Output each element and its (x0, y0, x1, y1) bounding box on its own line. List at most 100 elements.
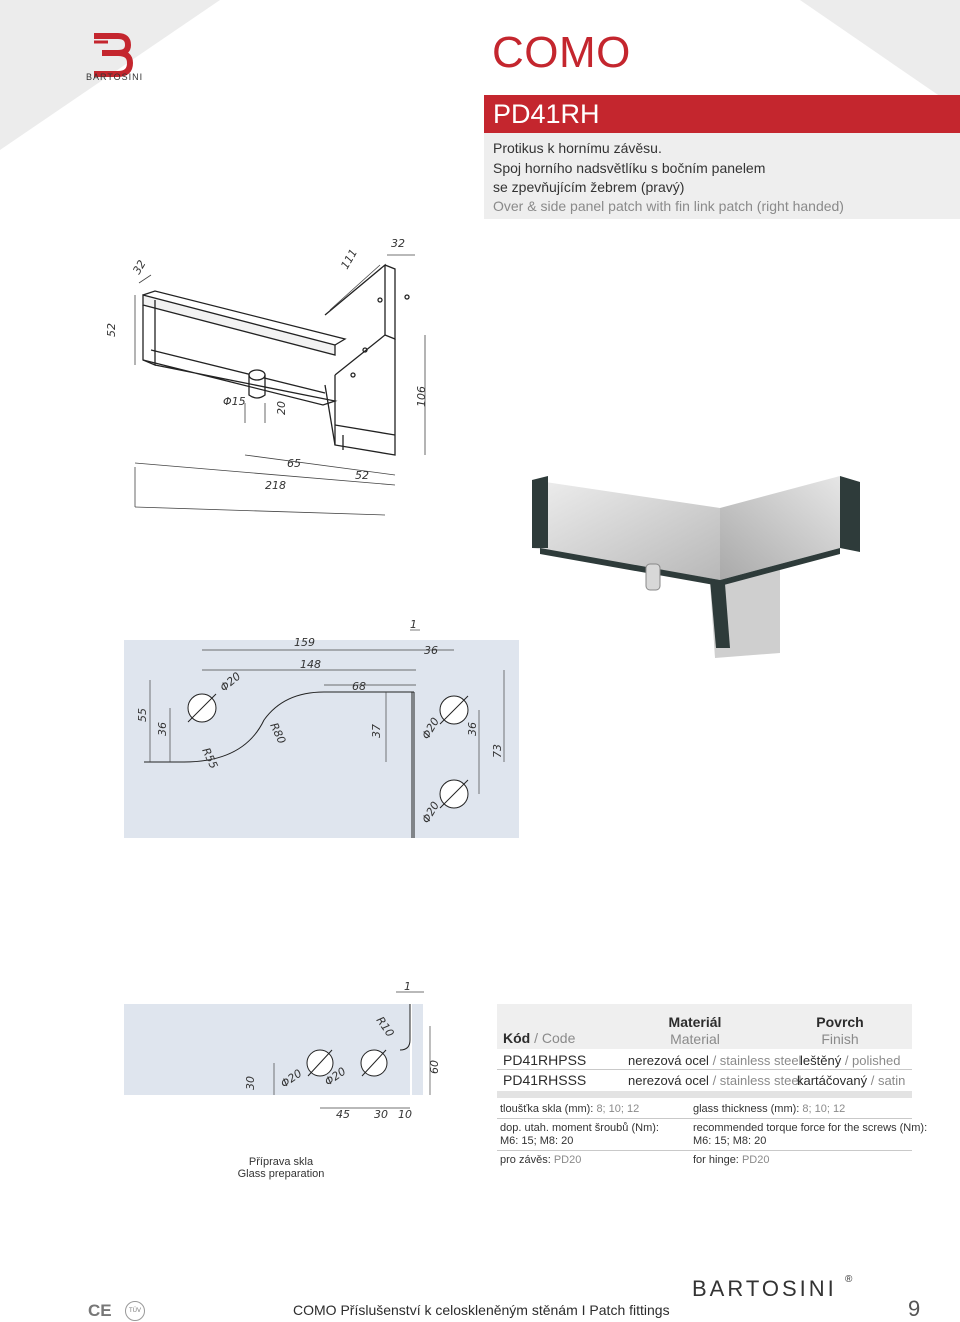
dim-label: 52 (105, 323, 118, 337)
table-header-material-en: Material (670, 1031, 720, 1047)
product-code: PD41RH (493, 99, 600, 129)
dim-label: R55 (199, 746, 220, 771)
technical-drawing-glass: 1 R10 30 Φ20 Φ20 60 45 30 10 (244, 980, 441, 1121)
dim-label: 106 (415, 386, 428, 407)
dim-label: 36 (156, 722, 169, 736)
page-number: 9 (908, 1296, 921, 1321)
product-desc-cs-3: se zpevňujícím žebrem (pravý) (493, 179, 685, 195)
table-cell-code: PD41RHSSS (503, 1072, 587, 1088)
dim-label: 32 (130, 258, 148, 277)
dim-label: Φ20 (218, 670, 244, 695)
dim-label: 159 (294, 636, 315, 649)
finish-en: satin (877, 1073, 906, 1088)
table-header-code-en: Code (541, 1030, 576, 1046)
dim-label: 73 (491, 744, 504, 758)
material-cs: nerezová ocel (628, 1053, 709, 1068)
technical-drawing-patch: 1 159 148 36 68 Φ20 55 36 R55 R80 37 Φ20… (136, 618, 505, 838)
table-header-code: Kód / Code (503, 1030, 575, 1046)
dim-label: 36 (424, 644, 438, 657)
dim-label: 65 (287, 457, 301, 470)
footer-brand: BARTOSINI (692, 1276, 837, 1301)
dim-label: 30 (244, 1076, 257, 1090)
table-cell-material: nerezová ocel / stainless steel (628, 1073, 802, 1088)
dim-label: 20 (275, 401, 288, 415)
spec-torque-cs-value: M6: 15; M8: 20 (500, 1135, 574, 1147)
table-bottom-band (497, 1091, 912, 1098)
material-en: stainless steel (719, 1053, 802, 1068)
spec-value: PD20 (741, 1154, 770, 1166)
tuv-mark: TÜV (125, 1301, 145, 1321)
glass-prep-label-cs: Příprava skla (248, 1156, 314, 1168)
material-en: stainless steel (719, 1073, 802, 1088)
spec-torque-en-value: M6: 15; M8: 20 (693, 1135, 767, 1147)
finish-cs: kartáčovaný (797, 1073, 868, 1088)
spec-value: 8; 10; 12 (802, 1103, 846, 1115)
table-header-finish-cs: Povrch (816, 1014, 864, 1030)
table-header-finish-en: Finish (821, 1031, 859, 1047)
dim-label: 32 (391, 237, 405, 250)
dim-label: 148 (300, 658, 321, 671)
dim-label: 111 (338, 247, 360, 272)
spec-label: tloušťka skla (mm): (500, 1103, 594, 1115)
spec-value: 8; 10; 12 (596, 1103, 640, 1115)
series-title: COMO (492, 28, 631, 77)
spec-torque-en-label: recommended torque force for the screws … (693, 1122, 928, 1134)
table-cell-finish: leštěný / polished (800, 1053, 901, 1068)
finish-en: polished (852, 1053, 901, 1068)
dim-label: 37 (370, 724, 383, 738)
technical-drawing-top: 32 111 32 52 Φ15 20 106 65 52 218 (105, 237, 428, 516)
dim-label: R80 (267, 721, 288, 746)
table-divider (497, 1069, 912, 1070)
table-header-code-cs: Kód (503, 1030, 531, 1046)
table-header-code-sep: / (530, 1030, 542, 1046)
corner-decoration-right (800, 0, 960, 110)
finish-cs: leštěný (800, 1053, 842, 1068)
spec-label: for hinge: (693, 1154, 739, 1166)
product-photo (532, 476, 860, 658)
brand-logo-mark (94, 33, 134, 77)
table-header-bg (497, 1004, 912, 1049)
table-cell-finish: kartáčovaný / satin (797, 1073, 906, 1088)
glass-prep-label-en: Glass preparation (237, 1168, 325, 1180)
dim-label: 55 (136, 708, 149, 722)
table-cell-material: nerezová ocel / stainless steel (628, 1053, 802, 1068)
glass-panel-drawing (124, 1004, 410, 1095)
product-desc-cs-2: Spoj horního nadsvětlíku s bočním panele… (493, 160, 766, 176)
table-cell-code: PD41RHPSS (503, 1052, 587, 1068)
product-description-band (484, 133, 960, 219)
spec-divider (497, 1118, 912, 1119)
brand-logo (84, 32, 144, 80)
spec-label: glass thickness (mm): (693, 1103, 800, 1115)
spec-hinge-en: for hinge: PD20 (693, 1154, 769, 1166)
spec-label: pro závěs: (500, 1154, 551, 1166)
ce-mark: CE (88, 1301, 112, 1320)
dim-label: 36 (466, 722, 479, 736)
product-code-bar: PD41RH (484, 95, 960, 133)
footer-text: COMO Příslušenství k celoskleněným stěná… (293, 1302, 670, 1318)
dim-label: 68 (352, 680, 366, 693)
brand-logo-text: BARTOSINI (86, 72, 144, 82)
footer-registered: ® (845, 1274, 853, 1285)
dim-label: 30 (374, 1108, 388, 1121)
dim-label: R10 (374, 1014, 397, 1039)
spec-torque-cs-label: dop. utah. moment šroubů (Nm): (500, 1122, 659, 1134)
table-header-material-cs: Materiál (668, 1014, 722, 1030)
spec-divider (497, 1150, 912, 1151)
dim-label: 45 (336, 1108, 350, 1121)
dim-label: 60 (428, 1060, 441, 1074)
material-cs: nerezová ocel (628, 1073, 709, 1088)
product-desc-en: Over & side panel patch with fin link pa… (493, 198, 844, 214)
spec-hinge-cs: pro závěs: PD20 (500, 1154, 581, 1166)
dim-label: 10 (398, 1108, 412, 1121)
dim-label: 1 (410, 618, 417, 631)
dim-label: Φ20 (278, 1067, 304, 1091)
spec-value: PD20 (553, 1154, 582, 1166)
glass-fin-drawing (412, 1004, 423, 1095)
dim-label: Φ15 (223, 395, 246, 408)
spec-thickness-cs: tloušťka skla (mm): 8; 10; 12 (500, 1103, 639, 1115)
dim-label: Φ20 (419, 715, 442, 741)
dim-label: 52 (355, 469, 369, 482)
dim-label: 218 (265, 479, 286, 492)
spec-thickness-en: glass thickness (mm): 8; 10; 12 (693, 1103, 845, 1115)
dim-label: 1 (404, 980, 411, 993)
